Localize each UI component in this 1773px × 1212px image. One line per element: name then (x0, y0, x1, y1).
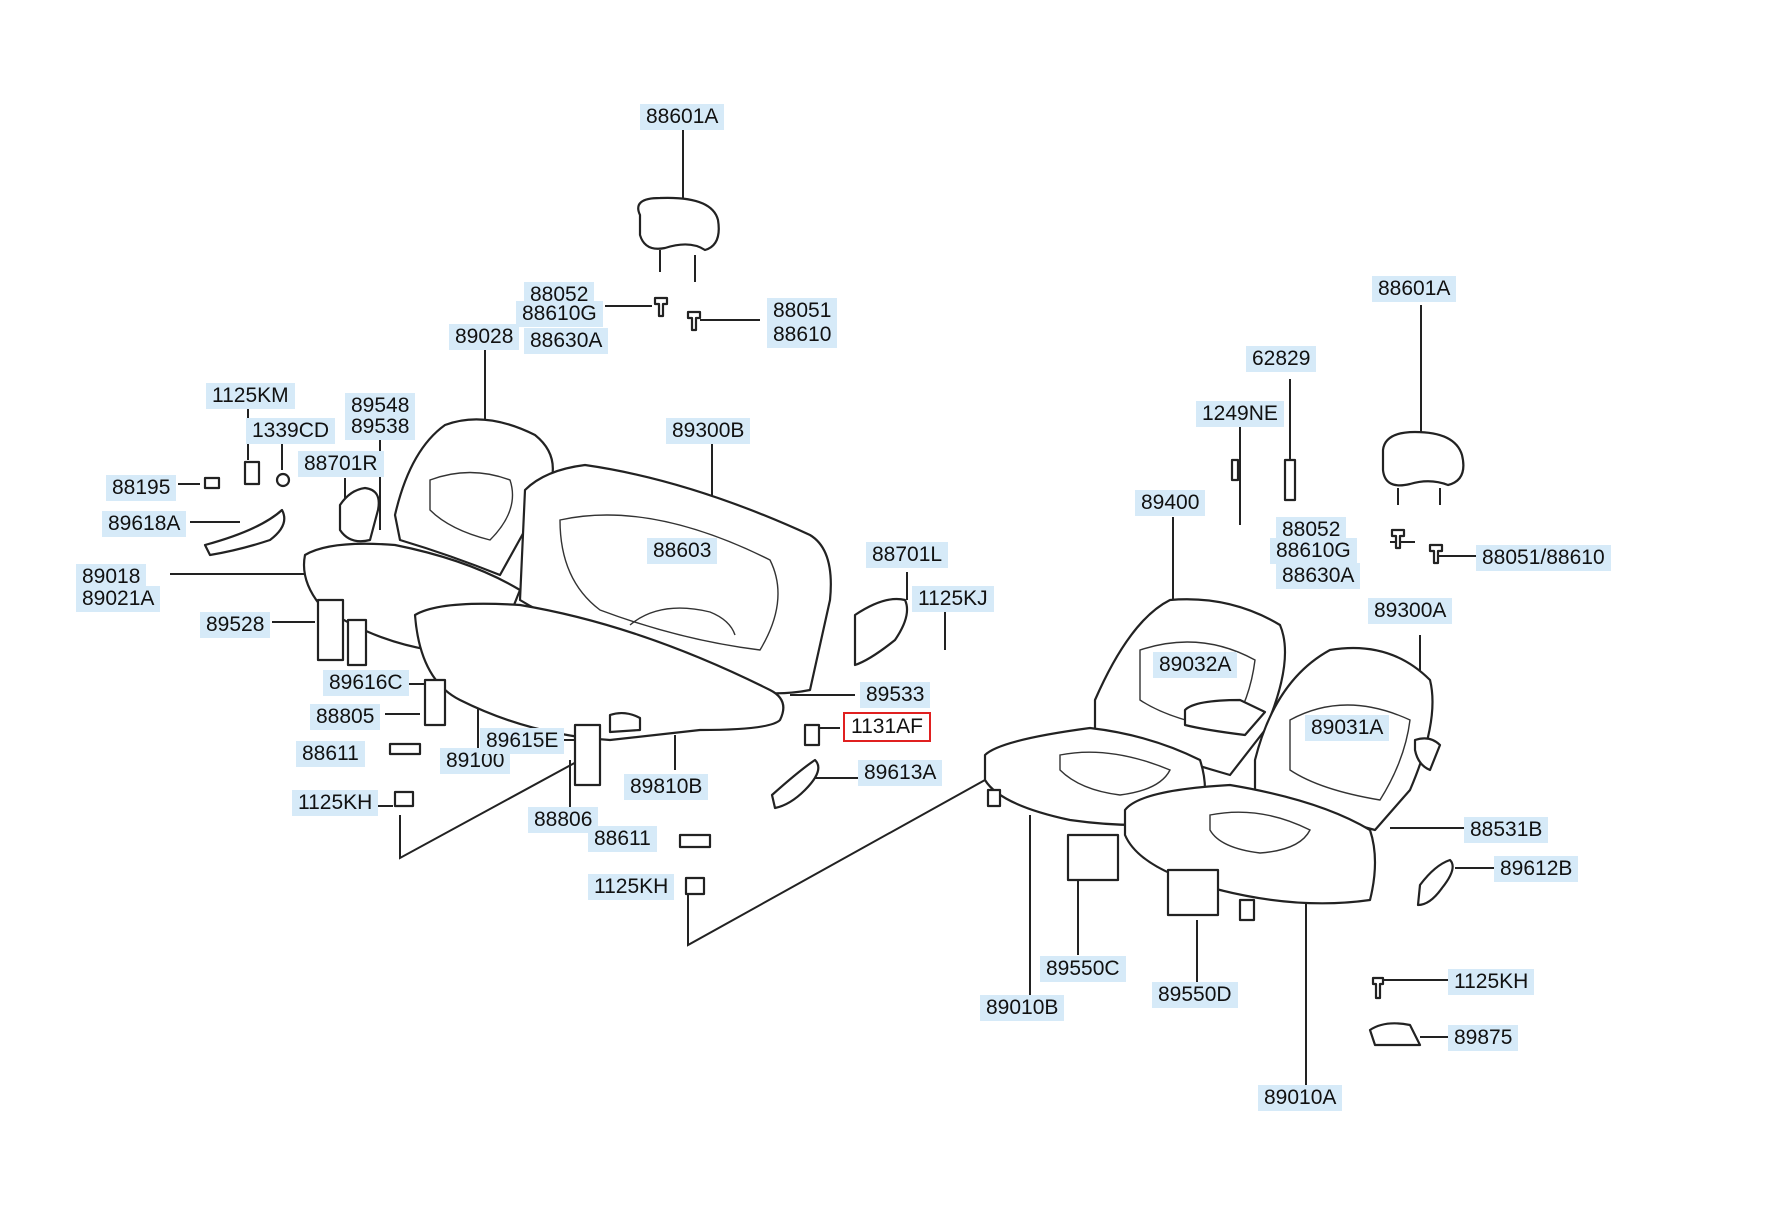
part-label-89021a[interactable]: 89021A (76, 586, 161, 612)
part-label-88051[interactable]: 88051 (767, 298, 838, 324)
part-label-88610g[interactable]: 88610G (1270, 538, 1357, 564)
part-label-89618a[interactable]: 89618A (102, 511, 187, 537)
part-label-88611[interactable]: 88611 (296, 741, 365, 767)
left-bench-seat (203, 196, 909, 896)
part-label-88630a[interactable]: 88630A (1276, 563, 1361, 589)
part-label-89300a[interactable]: 89300A (1368, 598, 1453, 624)
part-label-89010b[interactable]: 89010B (980, 995, 1065, 1021)
part-label-89810b[interactable]: 89810B (624, 774, 709, 800)
part-label-88603[interactable]: 88603 (647, 538, 718, 564)
part-label-88701l[interactable]: 88701L (866, 542, 949, 568)
part-label-1339cd[interactable]: 1339CD (246, 418, 336, 444)
part-label-88531b[interactable]: 88531B (1464, 817, 1549, 843)
part-label-88601a[interactable]: 88601A (640, 104, 725, 130)
part-label-89550c[interactable]: 89550C (1040, 956, 1126, 982)
part-label-1249ne[interactable]: 1249NE (1196, 401, 1284, 427)
part-label-89300b[interactable]: 89300B (666, 418, 751, 444)
part-label-89031a[interactable]: 89031A (1305, 715, 1390, 741)
part-label-1131af-selected[interactable]: 1131AF (843, 712, 931, 742)
part-label-1125kh[interactable]: 1125KH (588, 874, 675, 900)
part-label-1125kh[interactable]: 1125KH (292, 790, 379, 816)
part-label-88601a[interactable]: 88601A (1372, 276, 1457, 302)
part-label-89528[interactable]: 89528 (200, 612, 271, 638)
part-label-88051-88610[interactable]: 88051/88610 (1476, 545, 1611, 571)
part-label-89538[interactable]: 89538 (345, 414, 416, 440)
part-label-89533[interactable]: 89533 (860, 682, 931, 708)
part-label-89010a[interactable]: 89010A (1258, 1085, 1343, 1111)
part-label-89028[interactable]: 89028 (449, 324, 520, 350)
part-label-88805[interactable]: 88805 (310, 704, 381, 730)
part-label-88611[interactable]: 88611 (588, 826, 657, 852)
part-label-89616c[interactable]: 89616C (323, 670, 409, 696)
part-label-88806[interactable]: 88806 (528, 807, 599, 833)
part-label-1125kj[interactable]: 1125KJ (912, 586, 994, 612)
part-label-89018[interactable]: 89018 (76, 564, 147, 590)
part-label-89100[interactable]: 89100 (440, 748, 511, 774)
part-label-88701r[interactable]: 88701R (298, 451, 384, 477)
part-label-1125km[interactable]: 1125KM (206, 383, 295, 409)
part-label-89550d[interactable]: 89550D (1152, 982, 1238, 1008)
part-label-89615e[interactable]: 89615E (480, 728, 565, 754)
part-label-89875[interactable]: 89875 (1448, 1025, 1519, 1051)
part-label-89612b[interactable]: 89612B (1494, 856, 1579, 882)
part-label-88610[interactable]: 88610 (767, 322, 838, 348)
part-label-89032a[interactable]: 89032A (1153, 652, 1238, 678)
part-label-88610g[interactable]: 88610G (516, 301, 603, 327)
part-label-88630a[interactable]: 88630A (524, 328, 609, 354)
part-label-89400[interactable]: 89400 (1135, 490, 1206, 516)
part-label-89613a[interactable]: 89613A (858, 760, 943, 786)
part-label-62829[interactable]: 62829 (1246, 346, 1317, 372)
right-split-seats (983, 430, 1465, 1047)
part-label-1125kh[interactable]: 1125KH (1448, 969, 1535, 995)
part-label-88195[interactable]: 88195 (106, 475, 177, 501)
